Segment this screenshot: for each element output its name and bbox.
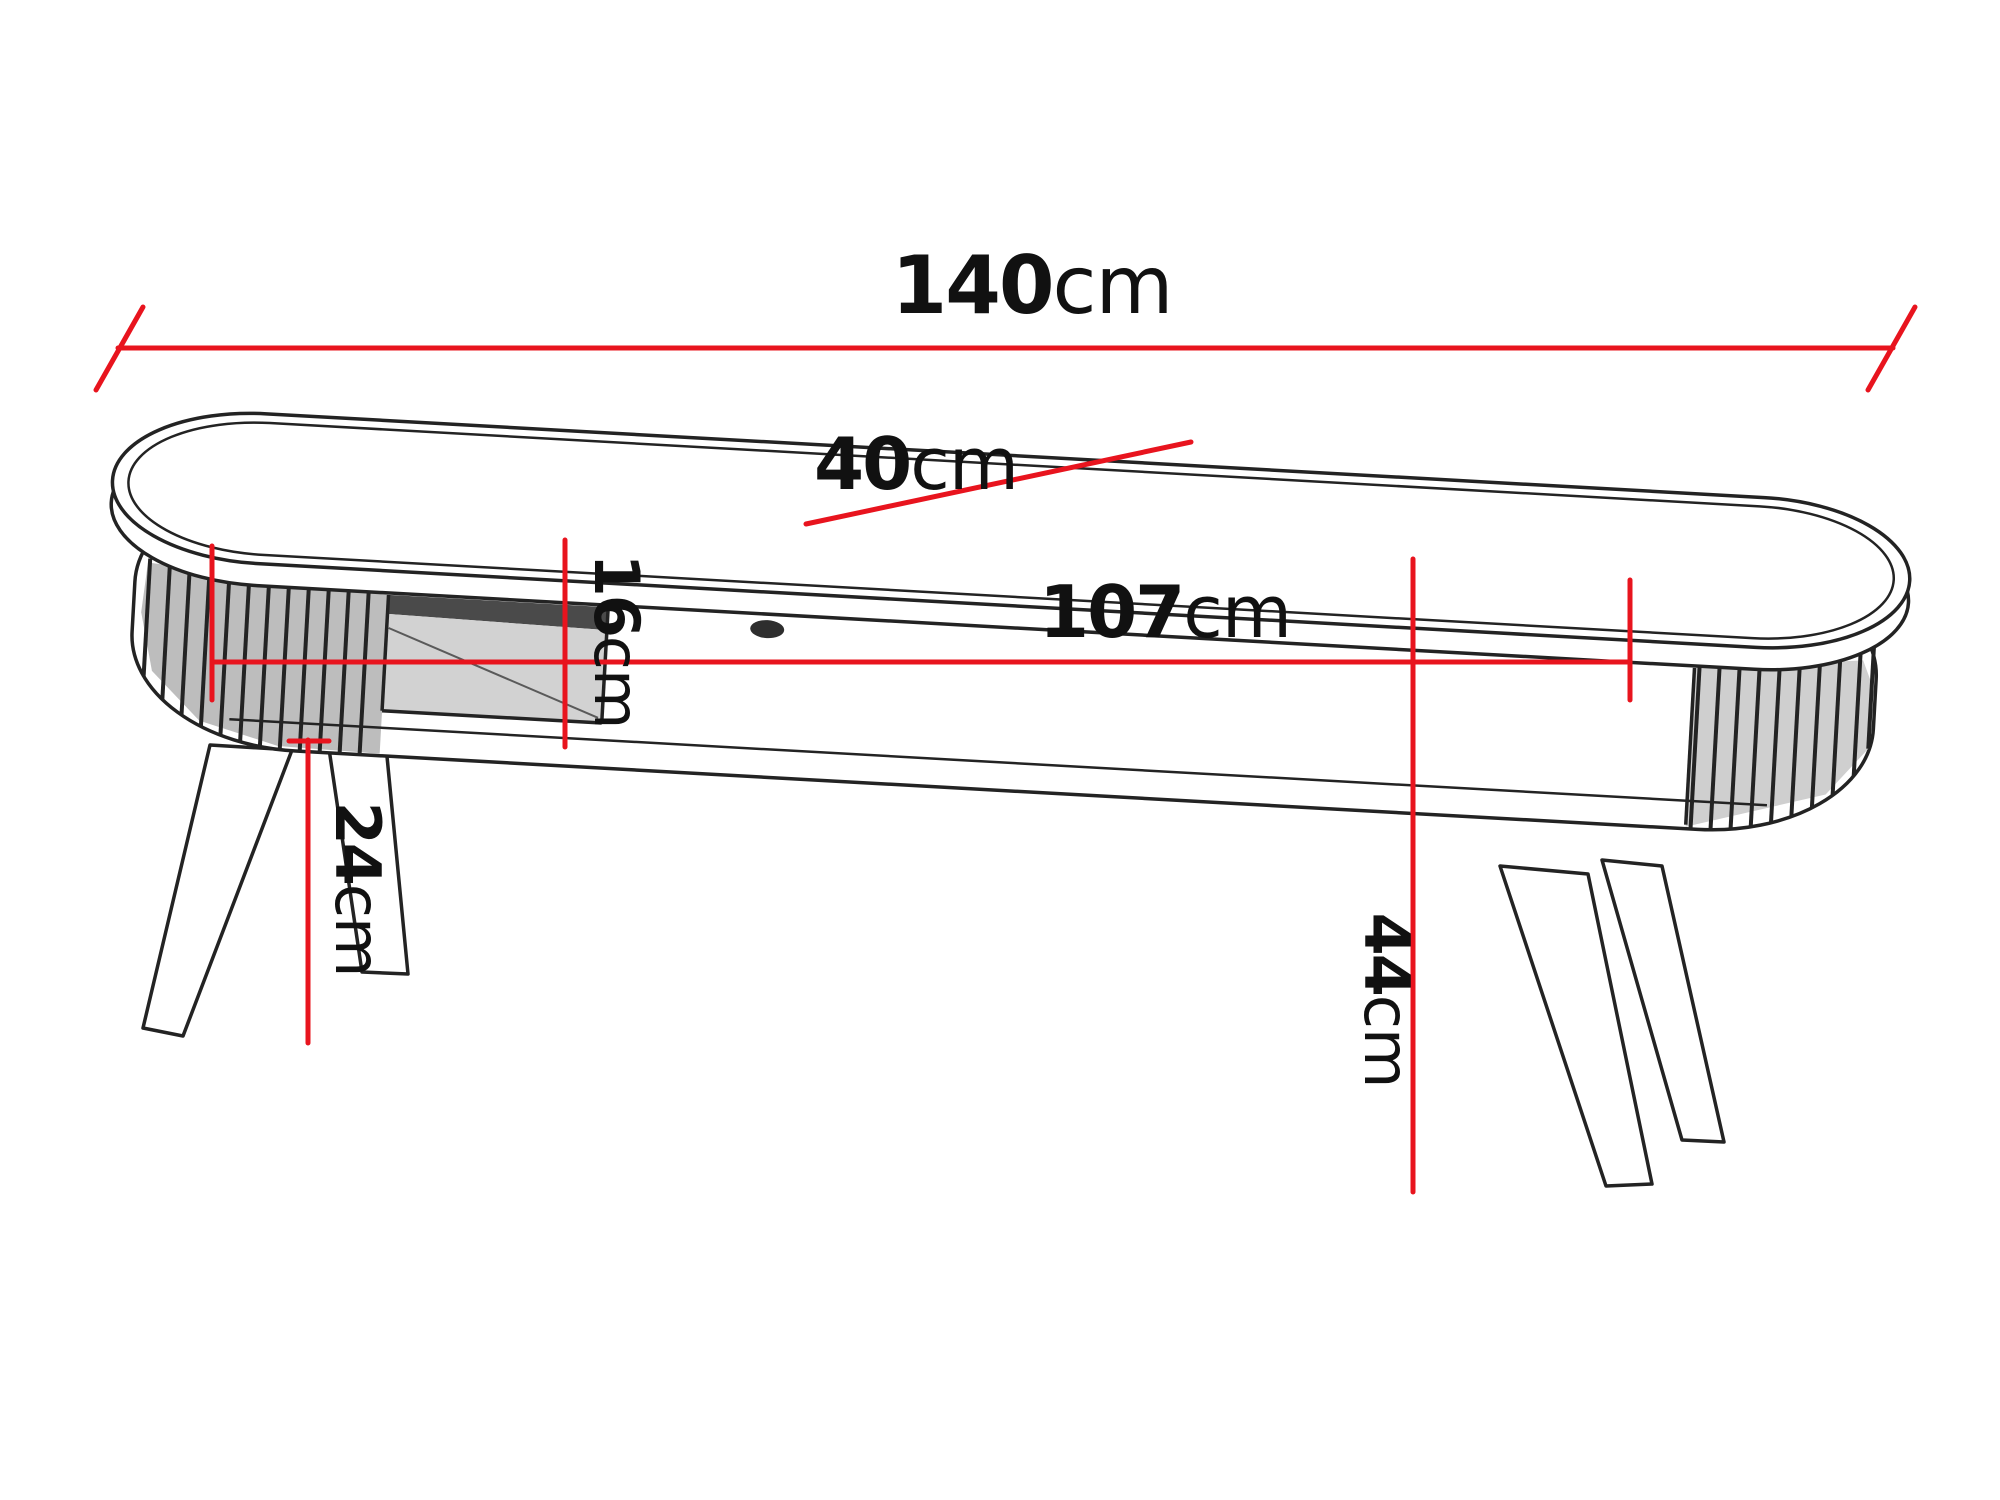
niche-left-edge (380, 594, 391, 711)
dimension-unit: cm (1052, 239, 1174, 332)
dimension-unit: cm (580, 635, 653, 729)
cabinet-group (109, 411, 1912, 832)
tabletop-surface (110, 411, 1912, 650)
dimension-label-overall-width: 140cm (892, 246, 1174, 326)
dimension-label-overall-height: 44cm (1350, 913, 1423, 1088)
dimension-value: 40 (814, 422, 912, 506)
dimension-value: 16 (580, 553, 653, 636)
right-slats (1688, 646, 1876, 830)
dimension-unit: cm (910, 422, 1019, 506)
dimension-value: 24 (321, 801, 394, 884)
niche-right-edge (599, 607, 610, 724)
dimension-value: 44 (1350, 912, 1423, 995)
dimension-unit: cm (1183, 570, 1292, 654)
dimension-lines-group (93, 304, 1918, 1195)
dimension-label-leg-height: 24cm (321, 802, 394, 977)
base-rim-line (229, 717, 1768, 807)
dimension-value: 140 (891, 239, 1055, 332)
dimension-tick-width-left (93, 304, 146, 393)
drawer-right-edge (1683, 667, 1697, 825)
leg-front-left (141, 743, 294, 1038)
dimension-tick-width-right (1865, 304, 1918, 393)
leg-front-right (1498, 864, 1654, 1188)
dimension-value: 107 (1038, 570, 1185, 654)
leg-back-right (1600, 858, 1726, 1144)
legs-group (141, 740, 1726, 1188)
dimension-label-top-depth: 40cm (814, 428, 1019, 500)
tabletop-inner-edge (127, 421, 1896, 640)
niche-interior (382, 613, 607, 724)
dimension-unit: cm (321, 883, 394, 977)
dimension-line-top-depth (803, 439, 1194, 527)
drawer-notch (750, 620, 785, 639)
dimension-label-niche-height: 16cm (580, 554, 653, 729)
dimension-unit: cm (1350, 994, 1423, 1088)
niche-top-shadow (387, 594, 609, 631)
dimension-label-niche-width: 107cm (1039, 576, 1292, 648)
